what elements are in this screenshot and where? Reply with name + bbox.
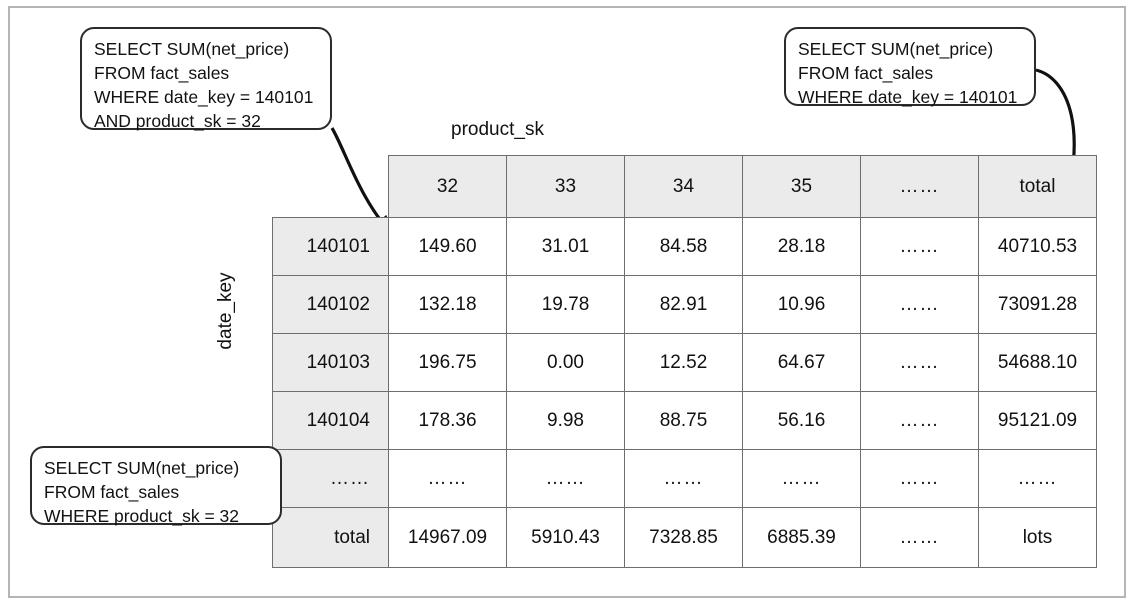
table-row: 140103 196.75 0.00 12.52 64.67 …… 54688.… bbox=[272, 333, 1097, 392]
row-header-5: total bbox=[272, 507, 389, 568]
cell-2-5: 54688.10 bbox=[978, 333, 1097, 392]
table-corner-cell bbox=[273, 156, 389, 218]
cell-3-4: …… bbox=[860, 391, 979, 450]
column-header-2: 34 bbox=[624, 155, 743, 218]
row-header-1: 140102 bbox=[272, 275, 389, 334]
column-header-0: 32 bbox=[388, 155, 507, 218]
cell-1-4: …… bbox=[860, 275, 979, 334]
cell-5-2: 7328.85 bbox=[624, 507, 743, 568]
cell-3-5: 95121.09 bbox=[978, 391, 1097, 450]
cell-1-2: 82.91 bbox=[624, 275, 743, 334]
cell-1-5: 73091.28 bbox=[978, 275, 1097, 334]
pivot-matrix-table: 32 33 34 35 …… total 140101 149.60 31.01… bbox=[272, 155, 1097, 568]
cell-0-4: …… bbox=[860, 217, 979, 276]
row-header-3: 140104 bbox=[272, 391, 389, 450]
table-row: 140102 132.18 19.78 82.91 10.96 …… 73091… bbox=[272, 275, 1097, 334]
row-header-4: …… bbox=[272, 449, 389, 508]
callout-row-query: SELECT SUM(net_price) FROM fact_sales WH… bbox=[784, 27, 1036, 107]
column-axis-label: product_sk bbox=[451, 119, 544, 140]
column-header-4: …… bbox=[860, 155, 979, 218]
cell-0-2: 84.58 bbox=[624, 217, 743, 276]
cell-2-0: 196.75 bbox=[388, 333, 507, 392]
cell-4-2: …… bbox=[624, 449, 743, 508]
cell-1-1: 19.78 bbox=[506, 275, 625, 334]
cell-5-3: 6885.39 bbox=[742, 507, 861, 568]
cell-2-2: 12.52 bbox=[624, 333, 743, 392]
cell-5-4: …… bbox=[860, 507, 979, 568]
cell-0-1: 31.01 bbox=[506, 217, 625, 276]
cell-3-3: 56.16 bbox=[742, 391, 861, 450]
cell-3-1: 9.98 bbox=[506, 391, 625, 450]
callout-column-query: SELECT SUM(net_price) FROM fact_sales WH… bbox=[30, 446, 282, 526]
cell-3-2: 88.75 bbox=[624, 391, 743, 450]
column-header-3: 35 bbox=[742, 155, 861, 218]
callout-cell-query: SELECT SUM(net_price) FROM fact_sales WH… bbox=[80, 27, 332, 131]
cell-4-4: …… bbox=[860, 449, 979, 508]
cell-2-3: 64.67 bbox=[742, 333, 861, 392]
column-header-5: total bbox=[978, 155, 1097, 218]
cell-0-0: 149.60 bbox=[388, 217, 507, 276]
row-header-0: 140101 bbox=[272, 217, 389, 276]
column-header-1: 33 bbox=[506, 155, 625, 218]
table-row: total 14967.09 5910.43 7328.85 6885.39 …… bbox=[272, 507, 1097, 568]
cell-1-3: 10.96 bbox=[742, 275, 861, 334]
cell-4-3: …… bbox=[742, 449, 861, 508]
cell-1-0: 132.18 bbox=[388, 275, 507, 334]
cell-4-1: …… bbox=[506, 449, 625, 508]
cell-5-1: 5910.43 bbox=[506, 507, 625, 568]
row-header-2: 140103 bbox=[272, 333, 389, 392]
cell-3-0: 178.36 bbox=[388, 391, 507, 450]
table-row: 140104 178.36 9.98 88.75 56.16 …… 95121.… bbox=[272, 391, 1097, 450]
cell-5-0: 14967.09 bbox=[388, 507, 507, 568]
table-row: …… …… …… …… …… …… …… bbox=[272, 449, 1097, 508]
cell-4-5: …… bbox=[978, 449, 1097, 508]
cell-0-5: 40710.53 bbox=[978, 217, 1097, 276]
row-axis-label: date_key bbox=[215, 272, 236, 350]
cell-0-3: 28.18 bbox=[742, 217, 861, 276]
table-row: 140101 149.60 31.01 84.58 28.18 …… 40710… bbox=[272, 217, 1097, 276]
table-header-row: 32 33 34 35 …… total bbox=[273, 155, 1097, 218]
cell-4-0: …… bbox=[388, 449, 507, 508]
cell-2-1: 0.00 bbox=[506, 333, 625, 392]
cell-5-5: lots bbox=[978, 507, 1097, 568]
cell-2-4: …… bbox=[860, 333, 979, 392]
